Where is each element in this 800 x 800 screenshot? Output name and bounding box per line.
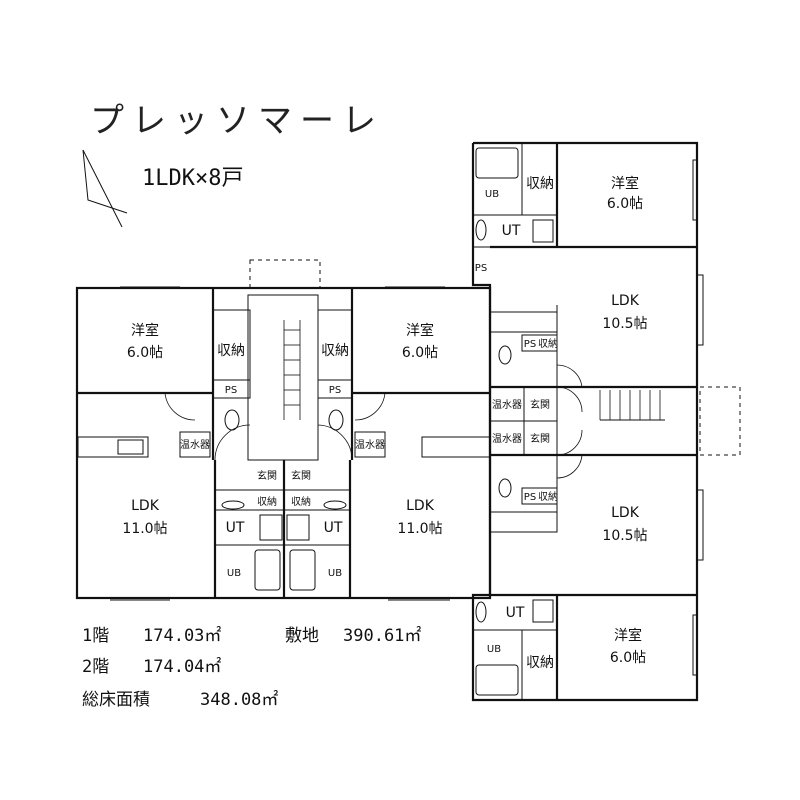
ub-label: UB: [227, 568, 241, 579]
total-floor-label: 総床面積: [82, 690, 150, 710]
unit-summary: 1LDK×8戸: [142, 166, 243, 191]
room-label: LDK: [611, 293, 640, 309]
room-size: 6.0帖: [402, 345, 438, 361]
ps-label: PS: [524, 339, 536, 350]
room-label: LDK: [611, 505, 640, 521]
ps-label: PS: [225, 385, 237, 396]
ps-label: PS: [524, 492, 536, 503]
ub-label: UB: [487, 644, 501, 655]
storage-label: 収納: [291, 495, 311, 508]
water-heater-label: 温水器: [355, 439, 385, 451]
ps-label: PS: [329, 385, 341, 396]
storage-label: 収納: [217, 343, 245, 359]
room-size: 10.5帖: [602, 528, 647, 544]
room-label: 洋室: [406, 322, 434, 339]
water-heater-label: 温水器: [492, 433, 522, 445]
room-label: LDK: [406, 498, 435, 514]
entrance-label: 玄関: [530, 398, 550, 411]
floor1-label: 1階: [82, 626, 109, 646]
storage-label: 収納: [321, 343, 349, 359]
ut-label: UT: [506, 605, 525, 621]
room-size: 6.0帖: [607, 196, 643, 212]
ps-label: PS: [475, 263, 487, 274]
ub-label: UB: [328, 568, 342, 579]
ut-label: UT: [324, 520, 343, 536]
storage-label: 収納: [526, 176, 554, 192]
entrance-label: 玄関: [530, 432, 550, 445]
building-name: プレッソマーレ: [90, 101, 384, 141]
floor2-value: 174.04㎡: [143, 657, 221, 677]
site-label: 敷地: [285, 626, 319, 646]
water-heater-label: 温水器: [492, 399, 522, 411]
floor2-label: 2階: [82, 657, 109, 677]
area-summary: 1階 174.03㎡ 敷地 390.61㎡ 2階 174.04㎡ 総床面積 34…: [82, 626, 421, 710]
room-size: 6.0帖: [127, 345, 163, 361]
staircase-icon: [599, 390, 665, 421]
storage-label: 収納: [538, 490, 558, 503]
entrance-label: 玄関: [257, 469, 277, 482]
north-arrow-icon: [82, 149, 128, 228]
room-label: 洋室: [611, 175, 639, 192]
water-heater-label: 温水器: [180, 439, 210, 451]
room-label: 洋室: [614, 627, 642, 644]
storage-label: 収納: [538, 337, 558, 350]
staircase-icon: [283, 320, 301, 420]
balcony-grate: [699, 386, 741, 456]
right-building: 洋室 6.0帖 収納 UB UT PS LDK 10.5帖 PS 収納 温水器 …: [471, 141, 741, 702]
room-label: LDK: [131, 498, 160, 514]
room-size: 10.5帖: [602, 316, 647, 332]
left-building: 洋室 6.0帖 洋室 6.0帖 収納 収納 PS PS 温水器 温水器 玄関 玄…: [75, 259, 492, 601]
floor1-value: 174.03㎡: [143, 626, 221, 646]
ub-label: UB: [485, 189, 499, 200]
room-size: 11.0帖: [122, 521, 167, 537]
storage-label: 収納: [257, 495, 277, 508]
balcony-grate: [249, 259, 321, 289]
room-size: 6.0帖: [610, 650, 646, 666]
room-label: 洋室: [131, 322, 159, 339]
entrance-label: 玄関: [291, 469, 311, 482]
ut-label: UT: [502, 223, 521, 239]
ut-label: UT: [226, 520, 245, 536]
site-value: 390.61㎡: [343, 626, 421, 646]
room-size: 11.0帖: [397, 521, 442, 537]
total-floor-value: 348.08㎡: [200, 690, 278, 710]
storage-label: 収納: [526, 655, 554, 671]
